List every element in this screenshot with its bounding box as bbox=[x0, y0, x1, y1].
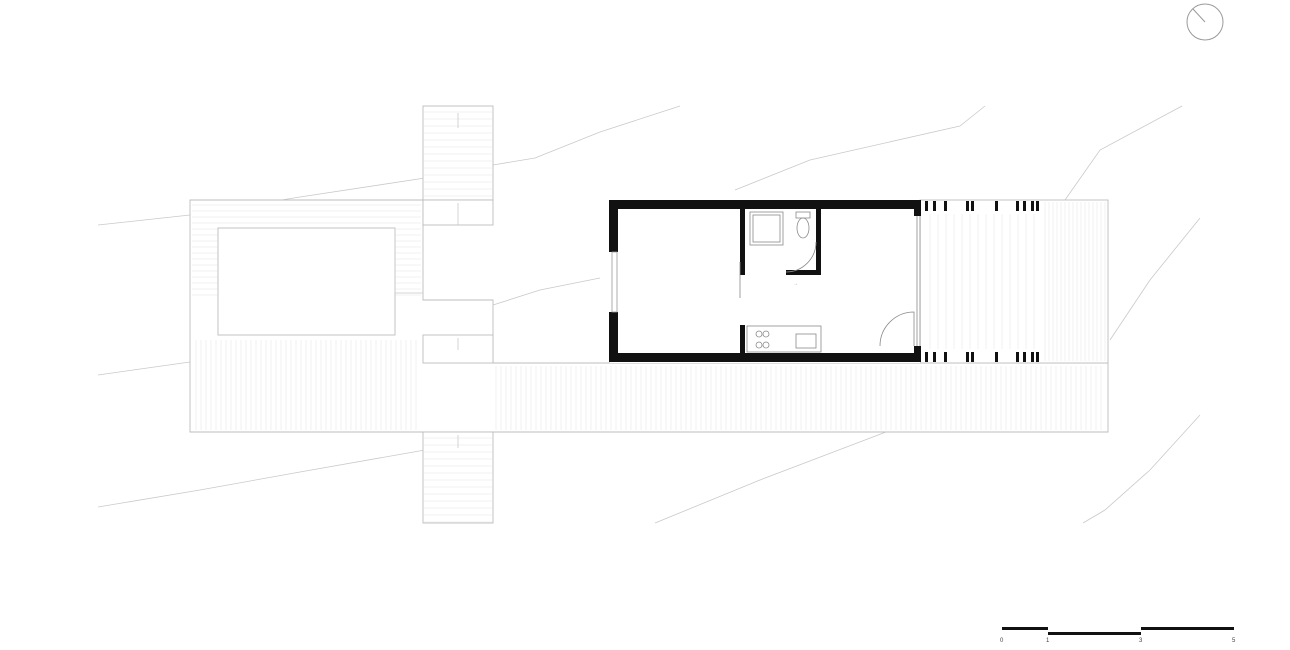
window bbox=[611, 251, 618, 313]
terrace-post bbox=[1016, 201, 1019, 211]
terrace-post bbox=[1016, 352, 1019, 362]
north-arrow-circle bbox=[1186, 3, 1224, 41]
terrace bbox=[919, 199, 1109, 364]
terrace-post bbox=[995, 352, 998, 362]
scale-label-0: 0 bbox=[1000, 638, 1004, 644]
terrace-post bbox=[925, 201, 928, 211]
scale-label-1: 1 bbox=[1046, 638, 1050, 644]
terrace-post bbox=[971, 352, 974, 362]
terrace-post bbox=[1036, 201, 1039, 211]
terrace-post bbox=[966, 201, 969, 211]
shower bbox=[749, 211, 784, 246]
scale-label-3: 3 bbox=[1139, 638, 1143, 644]
cabin: → bbox=[609, 200, 921, 363]
terrace-post bbox=[944, 352, 947, 362]
terrace-post bbox=[995, 201, 998, 211]
boardwalk bbox=[422, 105, 494, 524]
terrace-post bbox=[1023, 201, 1026, 211]
scale-bar: 0 1 3 5 bbox=[1000, 627, 1236, 644]
terrace-post bbox=[1036, 352, 1039, 362]
terrace-posts bbox=[925, 201, 1039, 362]
terrace-post bbox=[966, 352, 969, 362]
terrace-post bbox=[925, 352, 928, 362]
terrace-post bbox=[1023, 352, 1026, 362]
svg-text:→: → bbox=[793, 281, 798, 287]
terrace-post bbox=[944, 201, 947, 211]
raised-deck-area bbox=[217, 227, 396, 336]
terrace-post bbox=[933, 352, 936, 362]
scale-label-5: 5 bbox=[1232, 638, 1236, 644]
terrace-post bbox=[1031, 201, 1034, 211]
terrain-contours bbox=[97, 105, 1201, 524]
kitchen-counter bbox=[746, 325, 822, 353]
entry-door bbox=[879, 311, 915, 347]
terrace-post bbox=[933, 201, 936, 211]
toilet bbox=[795, 211, 811, 239]
terrace-post bbox=[971, 201, 974, 211]
terrace-post bbox=[1031, 352, 1034, 362]
